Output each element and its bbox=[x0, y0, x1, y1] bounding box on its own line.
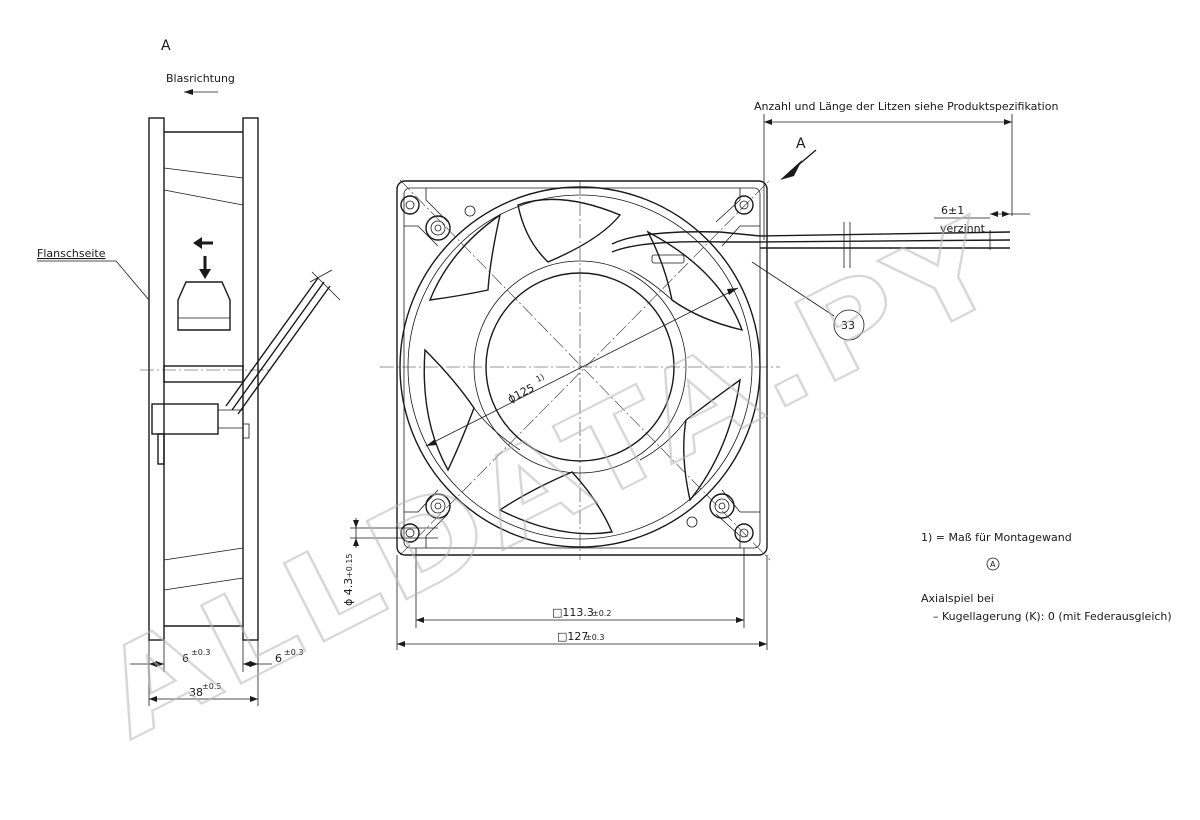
side-view: A Blasrichtung bbox=[37, 38, 341, 706]
dim-width-tol: ±0.3 bbox=[585, 633, 604, 642]
dim-depth-main: 38 bbox=[189, 686, 203, 699]
dim-flange-left-main: 6 bbox=[182, 652, 189, 665]
dim-diameter-sup: 1) bbox=[534, 372, 545, 384]
mounting-hole-top-left bbox=[425, 215, 451, 241]
note-axial-title: Axialspiel bei bbox=[921, 592, 994, 605]
watermark: ALLDATA.PY bbox=[80, 193, 1025, 766]
strip-length: 6±1 bbox=[941, 204, 964, 217]
dim-flange-right-main: 6 bbox=[275, 652, 282, 665]
hub-band bbox=[163, 365, 244, 383]
view-arrow-icon bbox=[780, 149, 817, 180]
motor-plate bbox=[151, 403, 219, 435]
motor-hub bbox=[177, 281, 231, 331]
note-circle-a: A bbox=[990, 560, 996, 569]
callout-33-circle bbox=[833, 309, 865, 341]
mounting-hole-bottom-right bbox=[709, 493, 735, 519]
dim-flange-left-tol: ±0.3 bbox=[191, 648, 210, 657]
airflow-left-arrow-icon bbox=[193, 237, 213, 249]
flange-side-label: Flanschseite bbox=[37, 247, 106, 260]
dim-hole-spacing-tol: ±0.2 bbox=[592, 609, 611, 618]
dim-width-main: □127 bbox=[557, 630, 588, 643]
flange-left bbox=[148, 117, 165, 641]
mounting-hole-bottom-left bbox=[425, 493, 451, 519]
view-arrow-label: A bbox=[796, 136, 806, 152]
dim-flange-right-tol: ±0.3 bbox=[284, 648, 303, 657]
external-wires: 6±1 verzinnt bbox=[759, 204, 1030, 268]
view-label: A bbox=[161, 38, 171, 54]
airflow-down-arrow-icon bbox=[199, 256, 211, 279]
note-footnote: 1) = Maß für Montagewand bbox=[921, 531, 1072, 544]
note-circle bbox=[986, 557, 1000, 571]
corner-hole-bottom-right bbox=[734, 523, 754, 543]
side-lead-wires bbox=[225, 269, 341, 415]
dim-hole-spacing-main: □113.3 bbox=[552, 606, 594, 619]
flange-side-leader bbox=[37, 260, 150, 301]
wire-note: Anzahl und Länge der Litzen siehe Produk… bbox=[754, 100, 1058, 113]
blow-direction-label: Blasrichtung bbox=[166, 72, 235, 85]
dim-hole-tol: +0.15 bbox=[345, 553, 354, 578]
corner-hole-top-left bbox=[400, 195, 420, 215]
fan-frame bbox=[396, 180, 768, 556]
callout-33: 33 bbox=[841, 319, 855, 332]
dim-hole-main: ϕ 4.3 bbox=[342, 578, 355, 606]
dim-depth-tol: ±0.5 bbox=[202, 682, 221, 691]
blow-direction-arrow-icon bbox=[184, 89, 218, 95]
mounting-hole-top-right bbox=[734, 195, 754, 215]
corner-hole-bottom-left bbox=[400, 523, 420, 543]
note-axial-detail: – Kugellagerung (K): 0 (mit Federausglei… bbox=[933, 610, 1172, 623]
tinned-label: verzinnt bbox=[940, 222, 986, 235]
notes: 1) = Maß für Montagewand A Axialspiel be… bbox=[921, 531, 1172, 623]
fan-blades bbox=[423, 198, 744, 535]
dim-diameter: ϕ125 bbox=[505, 381, 536, 405]
